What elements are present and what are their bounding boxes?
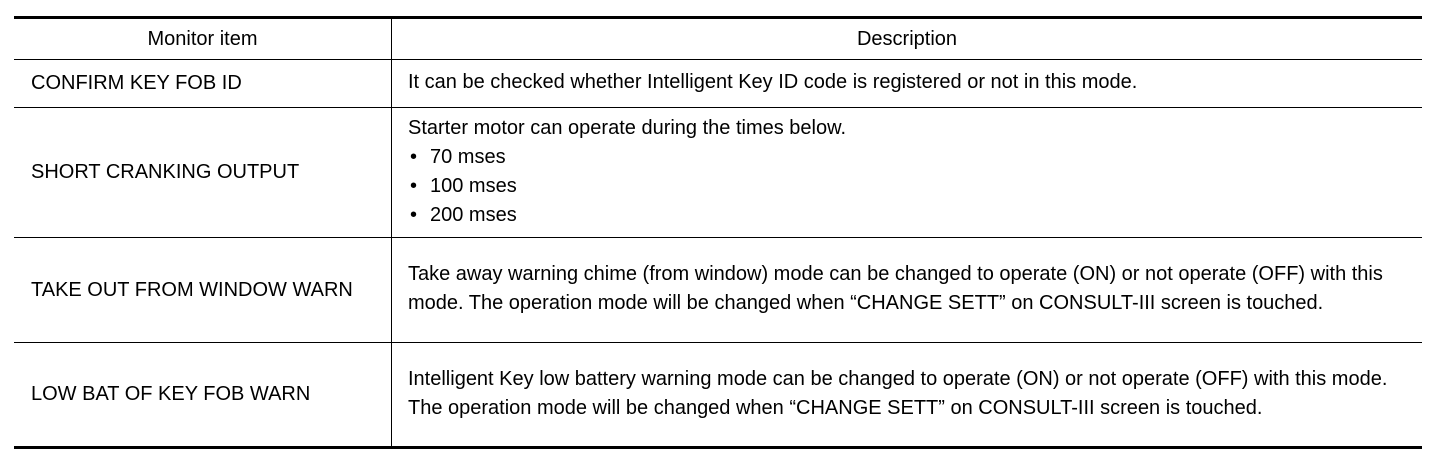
header-row: Monitor item Description (14, 17, 1422, 60)
bullet-item: 200 mses (408, 201, 1414, 230)
table-row: TAKE OUT FROM WINDOW WARN Take away warn… (14, 237, 1422, 343)
monitor-item-table-container: Monitor item Description CONFIRM KEY FOB… (14, 16, 1422, 449)
monitor-item-cell: CONFIRM KEY FOB ID (14, 59, 392, 108)
table-header: Monitor item Description (14, 17, 1422, 60)
header-monitor-item: Monitor item (14, 17, 392, 60)
table-row: LOW BAT OF KEY FOB WARN Intelligent Key … (14, 342, 1422, 448)
monitor-item-cell: SHORT CRANKING OUTPUT (14, 107, 392, 238)
monitor-item-table: Monitor item Description CONFIRM KEY FOB… (14, 16, 1422, 449)
description-cell: It can be checked whether Intelligent Ke… (391, 59, 1422, 108)
description-cell: Intelligent Key low battery warning mode… (391, 342, 1422, 448)
bullet-list: 70 mses 100 mses 200 mses (408, 143, 1414, 230)
bullet-item: 100 mses (408, 172, 1414, 201)
bullet-item: 70 mses (408, 143, 1414, 172)
monitor-item-cell: TAKE OUT FROM WINDOW WARN (14, 237, 392, 343)
table-row: CONFIRM KEY FOB ID It can be checked whe… (14, 59, 1422, 108)
header-description: Description (391, 17, 1422, 60)
description-cell: Take away warning chime (from window) mo… (391, 237, 1422, 343)
monitor-item-cell: LOW BAT OF KEY FOB WARN (14, 342, 392, 448)
table-row: SHORT CRANKING OUTPUT Starter motor can … (14, 107, 1422, 238)
table-body: CONFIRM KEY FOB ID It can be checked whe… (14, 59, 1422, 448)
description-cell: Starter motor can operate during the tim… (391, 107, 1422, 238)
description-text: Starter motor can operate during the tim… (408, 116, 847, 139)
